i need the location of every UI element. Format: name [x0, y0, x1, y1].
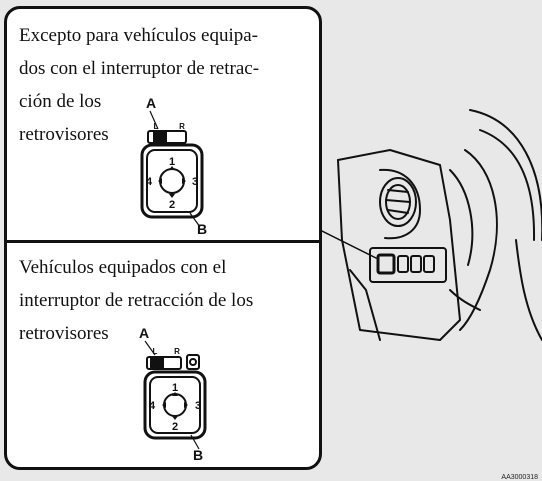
top-note-line-2: dos con el interruptor de retrac-: [19, 58, 260, 79]
top-note-line-1: Excepto para vehículos equipa-: [19, 25, 258, 46]
top-switch-dir-2: 2: [169, 199, 175, 211]
top-switch-dir-4: 4: [146, 176, 153, 188]
top-switch-dir-1: 1: [169, 156, 175, 168]
bottom-note-line-1: Vehículos equipados con el: [19, 257, 227, 278]
top-switch-dir-3: 3: [192, 176, 198, 188]
top-label-b: B: [197, 221, 208, 237]
bottom-note-line-2: interruptor de retracción de los: [19, 290, 254, 311]
bottom-label-b: B: [193, 447, 204, 463]
top-switch-mark-r: R: [179, 122, 185, 131]
callout-box: Excepto para vehículos equipa- dos con e…: [4, 6, 322, 470]
top-label-a: A: [146, 95, 157, 111]
top-note-line-3: ción de los: [19, 91, 102, 112]
bottom-note-line-3: retrovisores: [19, 323, 109, 344]
section-divider: [7, 240, 319, 243]
bottom-switch-dir-4: 4: [149, 400, 156, 412]
bottom-label-a: A: [139, 325, 150, 341]
bottom-switch-dir-3: 3: [195, 400, 201, 412]
bottom-switch-dir-1: 1: [172, 382, 178, 394]
mirror-switch-diagram-bottom: L R 1 2 3 4: [143, 340, 207, 450]
dashboard-drawing: [320, 109, 542, 341]
top-note-line-4: retrovisores: [19, 124, 109, 145]
bottom-switch-dir-2: 2: [172, 421, 178, 433]
mirror-switch-diagram-top: L R 1 2 3 4: [140, 110, 204, 228]
bottom-switch-mark-l: L: [153, 347, 158, 356]
top-switch-mark-l: L: [154, 122, 159, 131]
figure-reference-code: AA3000318: [501, 474, 538, 481]
bottom-switch-mark-r: R: [174, 347, 180, 356]
